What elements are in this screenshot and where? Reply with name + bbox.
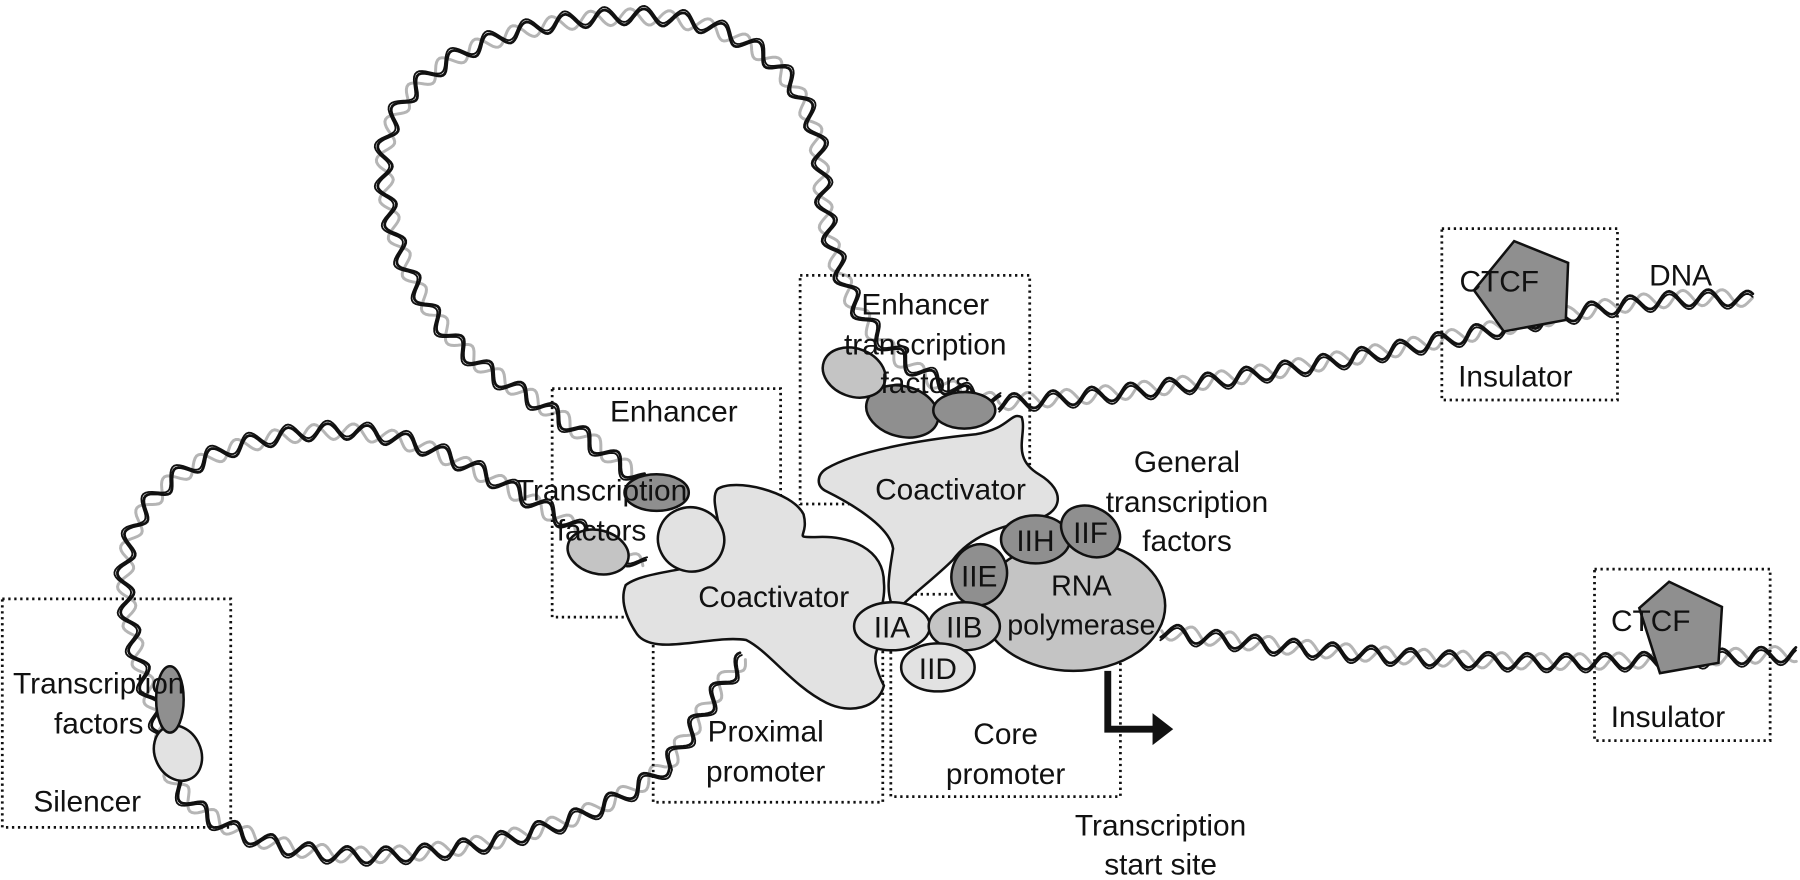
dna-upper-loop-dark-strand-edge [373,5,1002,481]
gtf-IIB-label: IIB [946,612,982,645]
insulator-upper-region-box [1440,227,1619,402]
insulator-upper-label: Insulator [1458,360,1573,393]
dna-right-upper-dark-strand-edge [998,291,1754,413]
tss-label-1: Transcription [1075,809,1246,842]
tss-label-2: start site [1104,848,1217,880]
enhancer-tf-top-label-1: Enhancer [861,288,989,321]
silencer-tf-label-1: Transcription [13,668,184,701]
enhancer-tf-top-label-3: factors [880,367,970,400]
enhancer-label: Enhancer [610,396,738,429]
enhancer-tf-light [656,506,726,573]
rna-polymerase-label-1: RNA [1051,570,1112,602]
dna-right-upper-dark-strand [997,288,1755,411]
enhancer-tf-top-light [821,346,887,399]
gtf-IIE-label: IIE [961,560,997,593]
gtf-IIH-label: IIH [1016,525,1054,558]
general-tf-label-3: factors [1142,525,1232,558]
enhancer-tf-mid [566,528,630,576]
gtf-IIF-shape [1059,504,1122,559]
proximal-promoter-label-2: promoter [706,756,825,789]
dna-lower-loop-dark-strand-edge [113,419,743,867]
core-promoter-label-2: promoter [946,758,1065,791]
enhancer-tf-label-1: Transcription [516,475,687,508]
insulator-lower-region-box [1593,567,1772,742]
silencer-label: Silencer [33,785,141,818]
ctcf-lower-shape [1637,580,1724,675]
dna-right-upper [997,288,1755,413]
coactivator-left-label: Coactivator [698,581,849,614]
dna-right-upper-light-strand [997,288,1754,412]
insulator-lower-label: Insulator [1611,701,1726,734]
rna-polymerase-label-2: polymerase [1007,609,1155,641]
coactivator-right-label: Coactivator [875,473,1026,506]
enhancer-tf-label-2: factors [557,515,647,548]
gtf-IID-label: IID [919,653,957,686]
enhancer-tf-top-dark-small [932,390,997,430]
dna-upper-loop [373,5,1002,487]
enhancer-tf-dark [623,473,691,513]
ctcf-upper-label: CTCF [1459,265,1539,298]
proximal-promoter-label-1: Proximal [708,716,824,749]
gtf-IIA-label: IIA [874,612,911,645]
gtf-IID-shape [899,642,976,693]
enhancer-region-box [550,387,782,619]
rna-polymerase-shape [980,539,1167,673]
silencer-tf-label-2: factors [54,708,144,741]
general-tf-label-2: transcription [1106,486,1269,519]
dna-label: DNA [1649,260,1712,293]
transcription-start-arrow [1104,670,1155,733]
ctcf-lower-label: CTCF [1611,605,1691,638]
transcription-start-arrowhead [1152,713,1174,746]
general-tf-label-1: General [1134,446,1240,479]
silencer-tf-dark [154,665,185,734]
core-promoter-label-1: Core [973,718,1038,751]
enhancer-tf-top-label-2: transcription [844,328,1007,361]
silencer-region-box [0,597,233,829]
ctcf-upper-shape [1472,239,1570,333]
gtf-IIF-label: IIF [1073,517,1108,550]
dna-upper-loop-dark-strand [376,7,1002,479]
